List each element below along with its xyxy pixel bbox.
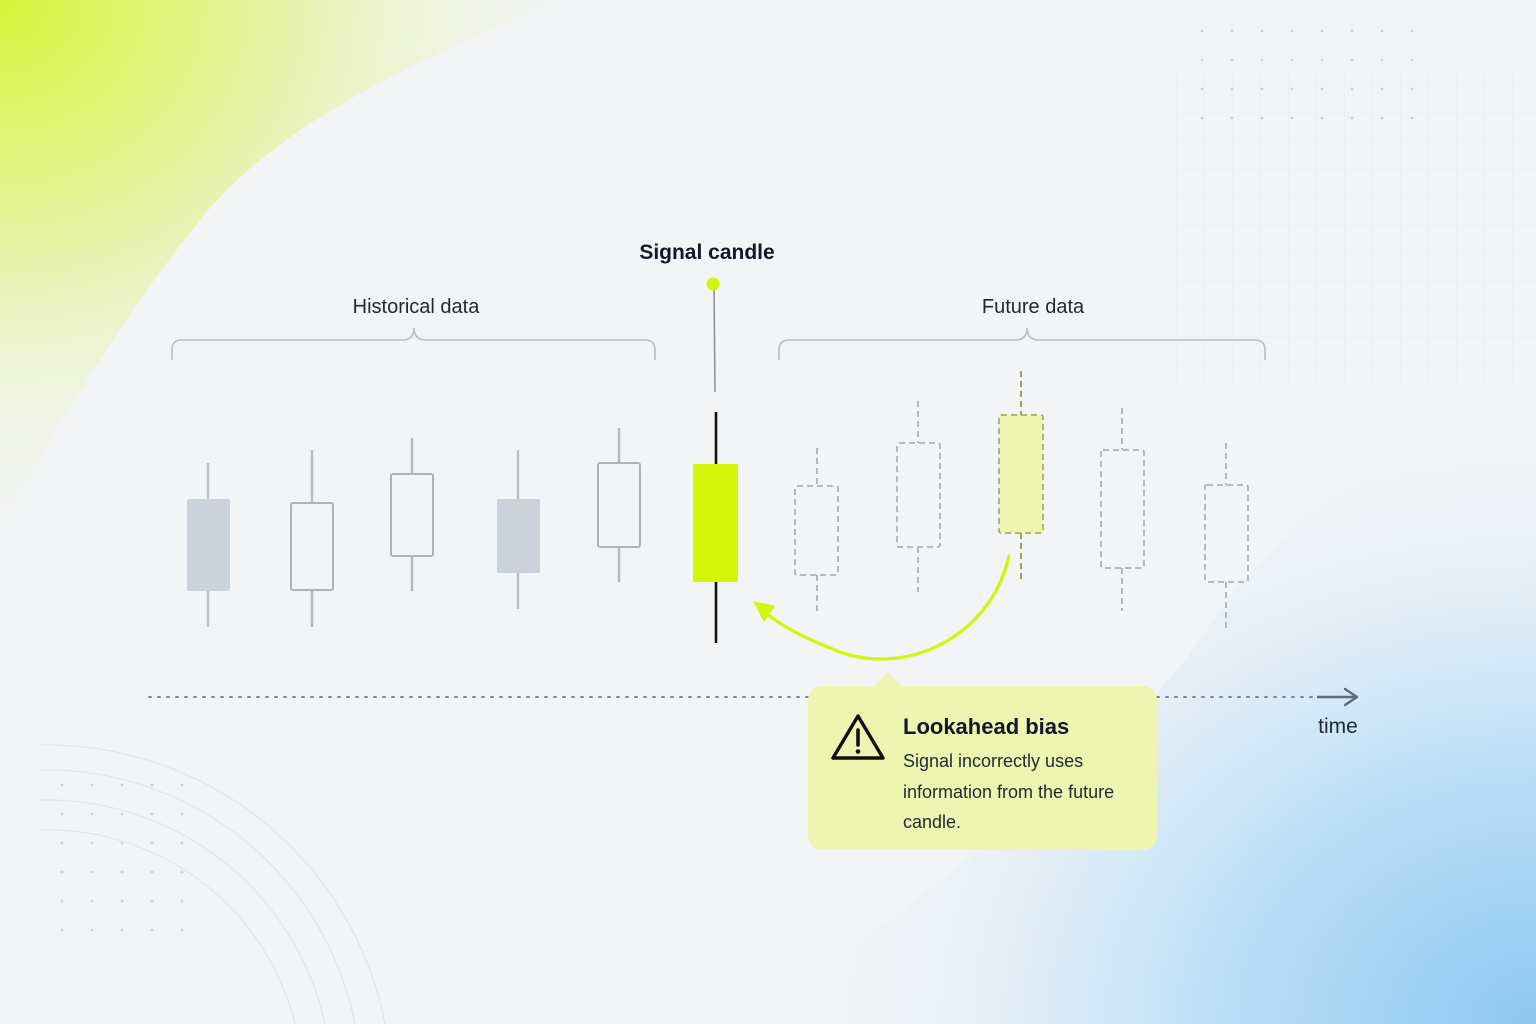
signal-candle-label: Signal candle — [639, 241, 775, 264]
signal-candle — [693, 412, 738, 643]
future-candle — [1204, 443, 1249, 629]
leaked-future-candle — [998, 371, 1044, 582]
callout-body: Signal incorrectly uses information from… — [903, 751, 1115, 832]
callout-pointer — [874, 672, 902, 687]
lookahead-arrowhead — [753, 601, 775, 622]
historical-data-brace — [171, 327, 656, 360]
time-axis-arrowhead — [1343, 687, 1359, 707]
lookahead-bias-callout: Lookahead bias Signal incorrectly uses i… — [808, 686, 1157, 850]
candle — [290, 450, 334, 627]
lookahead-arrow — [760, 554, 1011, 661]
candle — [597, 428, 641, 582]
candle — [390, 438, 434, 591]
future-candle — [794, 448, 839, 612]
future-candle — [1100, 408, 1145, 611]
callout-title: Lookahead bias — [903, 714, 1070, 739]
future-data-brace — [778, 327, 1266, 360]
time-axis-label: time — [1318, 715, 1358, 738]
candle — [497, 450, 540, 609]
signal-marker-line — [713, 283, 716, 393]
future-candle — [896, 401, 941, 592]
warning-triangle-icon — [831, 714, 885, 760]
future-data-label: Future data — [981, 296, 1085, 318]
candle — [187, 463, 230, 627]
signal-marker-dot — [706, 277, 720, 291]
historical-data-label: Historical data — [352, 296, 480, 318]
